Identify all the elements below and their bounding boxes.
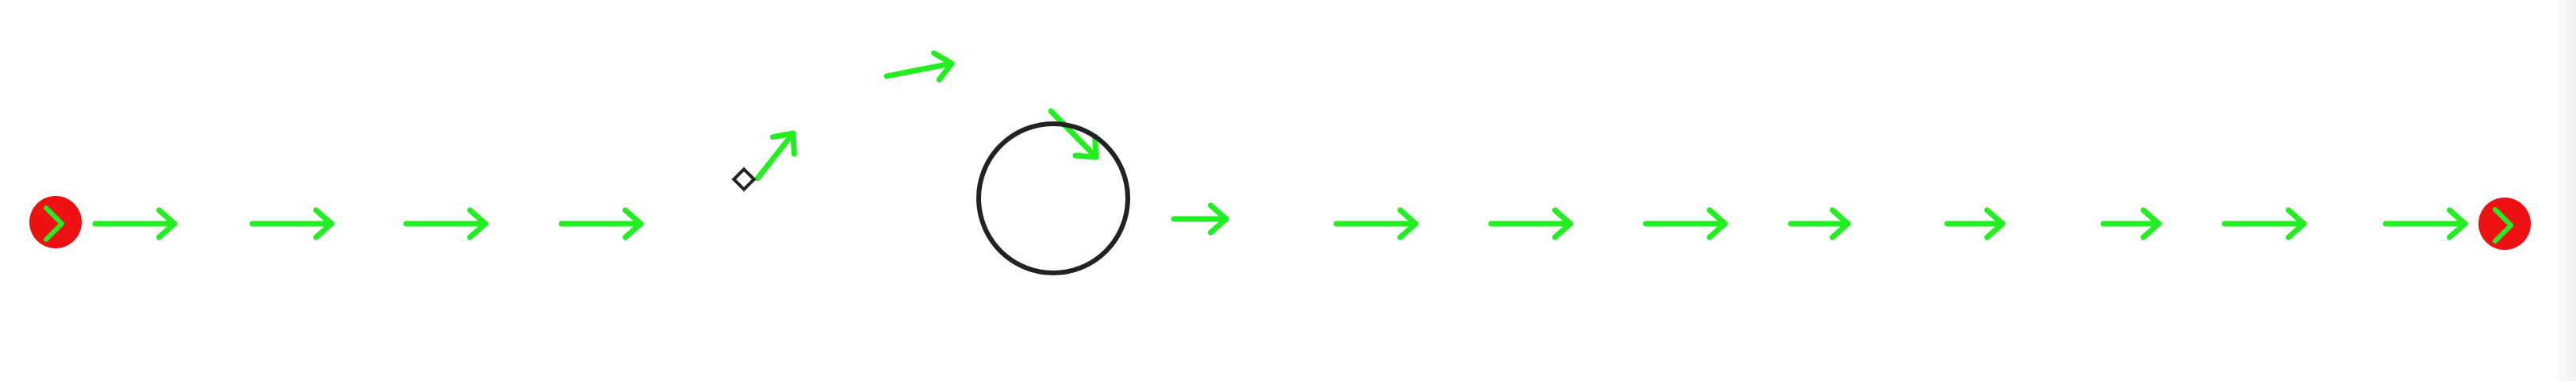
start-point-dot bbox=[29, 196, 82, 248]
direction-arrow bbox=[1788, 207, 1851, 240]
direction-arrow bbox=[92, 207, 178, 240]
direction-arrow bbox=[1171, 202, 1229, 236]
diamond-marker bbox=[731, 167, 757, 192]
goal-point-arrow bbox=[2493, 207, 2513, 244]
markers-layer bbox=[29, 121, 2531, 275]
arrow-head bbox=[155, 207, 178, 240]
direction-arrow bbox=[2221, 207, 2307, 240]
direction-arrow bbox=[1643, 207, 1728, 240]
direction-arrow bbox=[1488, 207, 1574, 240]
arrow-head bbox=[2285, 207, 2307, 240]
arrow-head bbox=[1397, 207, 1419, 240]
arrow-head bbox=[931, 50, 955, 83]
direction-arrow bbox=[1048, 108, 1099, 160]
arrow-shaft bbox=[1048, 108, 1099, 160]
arrow-shaft bbox=[884, 60, 955, 79]
direction-arrow bbox=[884, 50, 955, 83]
arrow-shaft bbox=[754, 130, 796, 182]
start-point-arrow bbox=[44, 205, 64, 242]
obstacle-circle bbox=[976, 121, 1130, 275]
direction-arrow bbox=[1944, 207, 2006, 240]
arrow-head bbox=[1984, 207, 2006, 240]
arrow-head bbox=[1207, 202, 1229, 236]
direction-arrow bbox=[558, 207, 644, 240]
arrow-head bbox=[1829, 207, 1851, 240]
arrow-head bbox=[1551, 207, 1574, 240]
arrow-head bbox=[1706, 207, 1728, 240]
direction-arrow bbox=[249, 207, 335, 240]
arrow-head bbox=[466, 207, 489, 240]
arrow-head bbox=[622, 207, 644, 240]
direction-arrow bbox=[1333, 207, 1419, 240]
arrow-head bbox=[1072, 133, 1099, 160]
direction-arrow bbox=[403, 207, 489, 240]
arrow-head bbox=[312, 207, 335, 240]
direction-arrow bbox=[754, 130, 797, 182]
arrow-head bbox=[2140, 207, 2162, 240]
scroll-edge bbox=[2554, 0, 2576, 381]
arrows-layer bbox=[92, 50, 2468, 240]
goal-point-dot bbox=[2478, 198, 2531, 250]
arrow-head bbox=[769, 130, 797, 157]
direction-arrow bbox=[2100, 207, 2162, 240]
arrow-head bbox=[2446, 207, 2468, 240]
direction-arrow bbox=[2382, 207, 2468, 240]
